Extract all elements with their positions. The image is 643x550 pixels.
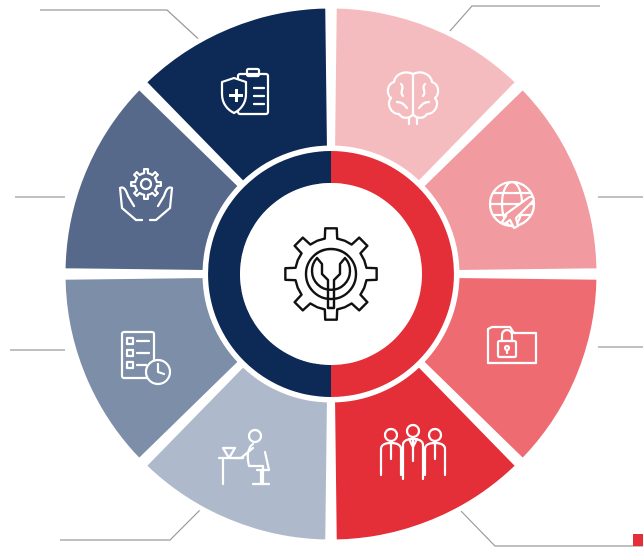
leader-line-bottom-left [60, 504, 206, 541]
person-at-desk-laptop-icon [217, 428, 271, 486]
wheel-segment-6[interactable] [140, 360, 332, 545]
center-disc [240, 183, 422, 365]
corner-red-mark [633, 534, 643, 546]
locked-folder-icon [486, 325, 538, 365]
brain-icon [386, 71, 440, 126]
leader-line-top-right [441, 5, 600, 41]
hands-holding-gear-icon [118, 168, 174, 222]
wheel-segment-8[interactable] [60, 83, 245, 275]
checklist-clock-icon [120, 330, 172, 386]
health-insurance-clipboard-icon [220, 67, 270, 116]
center-ring-left-half [208, 151, 331, 397]
leader-line-bottom-right [459, 509, 643, 547]
gear-wrench-icon [284, 227, 378, 321]
wheel-segment-4[interactable] [417, 273, 602, 465]
globe-airplane-icon [488, 180, 536, 230]
leader-line-top-left [40, 9, 206, 46]
leader-lines [10, 5, 643, 547]
center-ring-right-half [331, 151, 454, 397]
wheel-segment-2[interactable] [330, 3, 522, 188]
team-people-icon [379, 423, 447, 481]
wheel-segment-3[interactable] [417, 83, 602, 275]
center-hub [208, 151, 454, 397]
